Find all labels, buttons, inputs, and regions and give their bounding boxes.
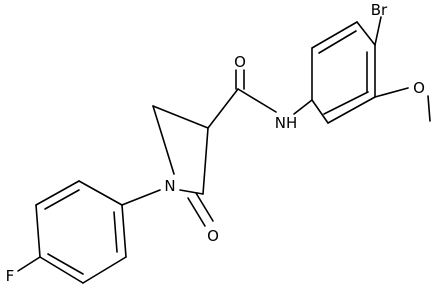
- bond: [179, 189, 204, 195]
- bond: [82, 256, 127, 284]
- bond: [356, 21, 376, 46]
- amide-nitrogen-label: NH: [275, 114, 298, 132]
- methoxy-oxygen-label: O: [413, 79, 425, 97]
- bond: [318, 30, 357, 54]
- bond: [427, 95, 431, 122]
- pyrrolidinone-ring: [152, 88, 239, 227]
- fluorine-atom-label: F: [6, 267, 15, 285]
- bond: [44, 189, 80, 210]
- bond: [187, 197, 206, 227]
- bond: [195, 192, 214, 222]
- fluorophenyl-ring: [35, 180, 127, 284]
- bond: [113, 211, 118, 253]
- ring-nitrogen-label: N: [164, 177, 175, 195]
- bond: [47, 253, 84, 275]
- bond: [39, 256, 84, 284]
- bond: [293, 99, 313, 115]
- bond: [202, 127, 209, 195]
- bond: [237, 88, 277, 113]
- bond: [152, 105, 175, 175]
- bond: [311, 99, 329, 124]
- bond: [327, 96, 376, 124]
- bond: [121, 204, 127, 258]
- bond: [35, 180, 80, 206]
- bond: [323, 91, 369, 115]
- bond: [207, 88, 239, 129]
- bond: [374, 87, 409, 98]
- bond: [374, 16, 382, 46]
- lactam-oxygen-label: O: [207, 227, 219, 245]
- bond: [311, 21, 358, 49]
- amide-oxygen-label: O: [234, 53, 246, 71]
- bromine-atom-label: Br: [371, 1, 388, 19]
- bromomethoxyphenyl-ring: [311, 21, 376, 124]
- bond: [35, 204, 41, 258]
- bond: [17, 256, 41, 272]
- bond: [152, 105, 209, 129]
- bond: [78, 180, 123, 206]
- bond: [121, 189, 161, 206]
